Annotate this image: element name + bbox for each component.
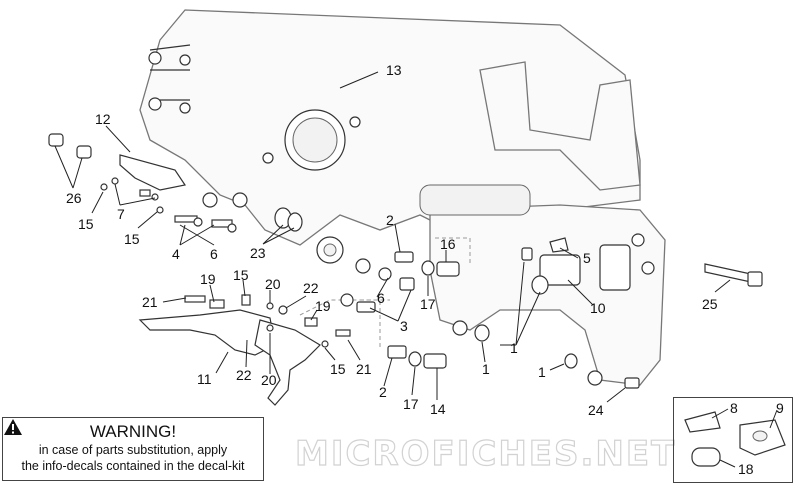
warning-title-row: WARNING! bbox=[3, 419, 263, 442]
callout-16: 16 bbox=[440, 236, 456, 252]
callout-19: 19 bbox=[200, 271, 216, 287]
leader-lines bbox=[54, 71, 778, 468]
callout-22: 22 bbox=[303, 280, 319, 296]
callout-2: 2 bbox=[386, 212, 394, 228]
warning-text-line2: the info-decals contained in the decal-k… bbox=[21, 459, 245, 473]
inset-detail-box bbox=[673, 397, 793, 483]
callout-8: 8 bbox=[730, 400, 738, 416]
callout-26: 26 bbox=[66, 190, 82, 206]
warning-box: WARNING! in case of parts substitution, … bbox=[2, 417, 264, 481]
warning-triangle-icon bbox=[4, 419, 22, 435]
callout-23: 23 bbox=[250, 245, 266, 261]
parts-bushings-23 bbox=[274, 207, 303, 232]
callout-15: 15 bbox=[124, 231, 140, 247]
callout-25: 25 bbox=[702, 296, 718, 312]
callout-6: 6 bbox=[210, 246, 218, 262]
callout-6: 6 bbox=[377, 290, 385, 306]
callout-3: 3 bbox=[400, 318, 408, 334]
callout-9: 9 bbox=[776, 400, 784, 416]
main-frame bbox=[139, 9, 666, 386]
callout-24: 24 bbox=[588, 402, 604, 418]
callout-5: 5 bbox=[583, 250, 591, 266]
callout-13: 13 bbox=[386, 62, 402, 78]
parts-bolts-lower bbox=[387, 345, 447, 369]
callout-18: 18 bbox=[738, 461, 754, 477]
callout-7: 7 bbox=[117, 206, 125, 222]
callout-labels: 13 12 26 15 7 15 4 6 23 2 16 5 19 15 20 … bbox=[66, 62, 784, 477]
callout-12: 12 bbox=[95, 111, 111, 127]
callout-22: 22 bbox=[236, 367, 252, 383]
callout-21: 21 bbox=[356, 361, 372, 377]
callout-2: 2 bbox=[379, 384, 387, 400]
guide-16 bbox=[435, 237, 471, 265]
callout-1: 1 bbox=[538, 364, 546, 380]
callout-14: 14 bbox=[430, 401, 446, 417]
parts-bolts-4-6 bbox=[174, 215, 237, 233]
callout-1: 1 bbox=[510, 340, 518, 356]
parts-bracket-12 bbox=[48, 133, 186, 214]
callout-17: 17 bbox=[420, 296, 436, 312]
callout-1: 1 bbox=[482, 361, 490, 377]
callout-21: 21 bbox=[142, 294, 158, 310]
warning-text-line1: in case of parts substitution, apply bbox=[38, 443, 228, 457]
callout-4: 4 bbox=[172, 246, 180, 262]
callout-17: 17 bbox=[403, 396, 419, 412]
callout-10: 10 bbox=[590, 300, 606, 316]
parts-bolts-upper bbox=[340, 251, 460, 313]
parts-lower-bracket bbox=[138, 294, 351, 406]
callout-19: 19 bbox=[315, 298, 331, 314]
warning-title: WARNING! bbox=[89, 422, 177, 441]
callout-15: 15 bbox=[233, 267, 249, 283]
callout-20: 20 bbox=[261, 372, 277, 388]
callout-20: 20 bbox=[265, 276, 281, 292]
parts-right-group bbox=[474, 237, 763, 389]
callout-15: 15 bbox=[78, 216, 94, 232]
watermark-bottom: MICROFICHES.NET bbox=[295, 434, 676, 474]
callout-11: 11 bbox=[197, 371, 212, 387]
parts-inset bbox=[684, 411, 786, 467]
callout-15: 15 bbox=[330, 361, 346, 377]
